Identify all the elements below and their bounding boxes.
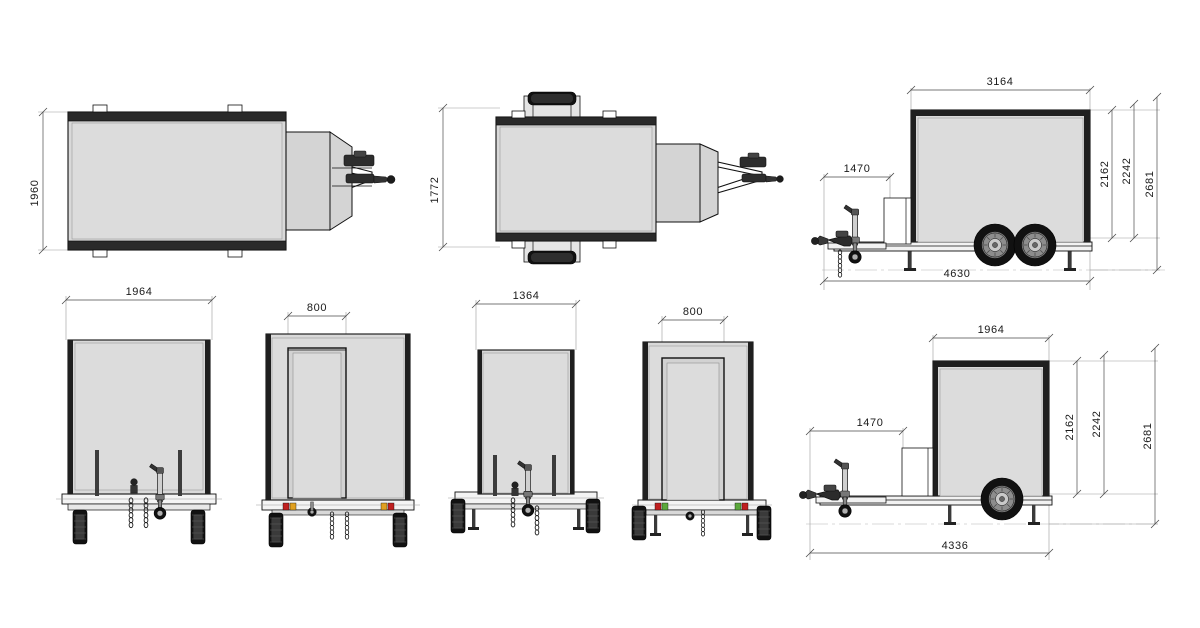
trailer-body-side-single	[932, 360, 1050, 497]
dimension-1470-side-single: 1470	[805, 417, 908, 436]
dimension-1470: 1470	[819, 163, 895, 182]
jockey-rear-single	[685, 509, 706, 537]
trailer-body-top	[67, 104, 287, 258]
dimension-2162-tandem: 2162	[1099, 105, 1117, 243]
wheel-left-front-single	[450, 498, 466, 534]
view-front-tandem: 1964	[56, 286, 222, 545]
dimension-label: 2681	[1142, 423, 1154, 450]
wheel-right-front-single	[585, 498, 601, 534]
dimension-1772: 1772	[429, 103, 500, 252]
drawbar-side-single	[799, 458, 887, 518]
dimension-label: 1772	[429, 177, 441, 204]
dimension-label: 3164	[987, 76, 1014, 88]
view-rear-tandem: 800	[256, 302, 420, 548]
dimension-2242-tandem: 2242	[1121, 99, 1139, 243]
view-rear-single: 800	[631, 306, 772, 541]
dimension-label: 2162	[1099, 161, 1111, 188]
dimension-label: 1964	[978, 324, 1005, 336]
dimension-label: 1960	[29, 180, 41, 207]
dimension-2242-single: 2242	[1091, 350, 1109, 499]
dimension-1960: 1960	[29, 107, 72, 255]
wheel-right-rear-single	[756, 505, 772, 541]
wheel-side-single	[980, 477, 1024, 521]
view-front-single: 1364	[448, 290, 604, 536]
dimension-1364: 1364	[471, 290, 581, 350]
dimension-label: 4336	[942, 540, 969, 552]
trailer-body-rear-single	[642, 341, 754, 501]
jockey-front-single	[510, 460, 540, 536]
dimension-label: 4630	[944, 268, 971, 280]
chassis-rear-tandem	[256, 499, 420, 516]
dimension-1964-front: 1964	[61, 286, 217, 340]
dimension-label: 1964	[126, 286, 153, 298]
trailer-body-top-single	[495, 110, 657, 249]
dimension-800-rear-single: 800	[657, 306, 729, 360]
dimension-label: 2162	[1064, 414, 1076, 441]
drawbar-assembly-single	[655, 143, 784, 223]
toolbox-side-single	[901, 447, 934, 497]
dimension-1964-side-single: 1964	[928, 324, 1054, 343]
dimension-label: 1470	[857, 417, 884, 429]
jockey-rear-tandem	[307, 501, 350, 540]
dimension-label: 2242	[1121, 158, 1133, 185]
view-side-tandem: 3164 1470 4630 2162 2242	[811, 76, 1165, 290]
dimension-2681-tandem: 2681	[1144, 92, 1162, 275]
dimension-label: 2242	[1091, 411, 1103, 438]
dimension-4630: 4630	[819, 268, 1095, 286]
drawbar-side-tandem	[811, 204, 887, 278]
trailer-body-rear-tandem	[265, 333, 411, 501]
dimension-label: 800	[683, 306, 703, 318]
dimension-2162-single: 2162	[1064, 356, 1082, 499]
dimension-label: 800	[307, 302, 327, 314]
wheel-front-tandem	[973, 223, 1017, 267]
wheel-right-front-tandem	[190, 509, 206, 545]
view-top-tandem: 1960	[29, 104, 396, 258]
view-top-single: 1772	[429, 91, 784, 265]
dimension-2681-single: 2681	[1142, 343, 1160, 529]
drawbar-assembly	[285, 131, 396, 231]
toolbox-side-tandem	[883, 197, 912, 245]
dimension-3164: 3164	[906, 76, 1095, 95]
chassis-front-tandem	[56, 493, 222, 511]
trailer-body-side-tandem	[910, 109, 1091, 243]
dimension-label: 1470	[844, 163, 871, 175]
wheel-left-front-tandem	[72, 509, 88, 545]
jockey-front-tandem	[128, 463, 167, 529]
trailer-body-front-tandem	[67, 339, 211, 496]
dimension-label: 2681	[1144, 171, 1156, 198]
wheel-left-rear-single	[631, 505, 647, 541]
wheel-rear-tandem	[1013, 223, 1057, 267]
wheel-left-rear-tandem	[268, 512, 284, 548]
wheel-right-rear-tandem	[392, 512, 408, 548]
dimension-label: 1364	[513, 290, 540, 302]
dimension-4336: 4336	[805, 540, 1054, 558]
view-side-single: 1964 1470 4336 2162 2242	[799, 324, 1162, 560]
